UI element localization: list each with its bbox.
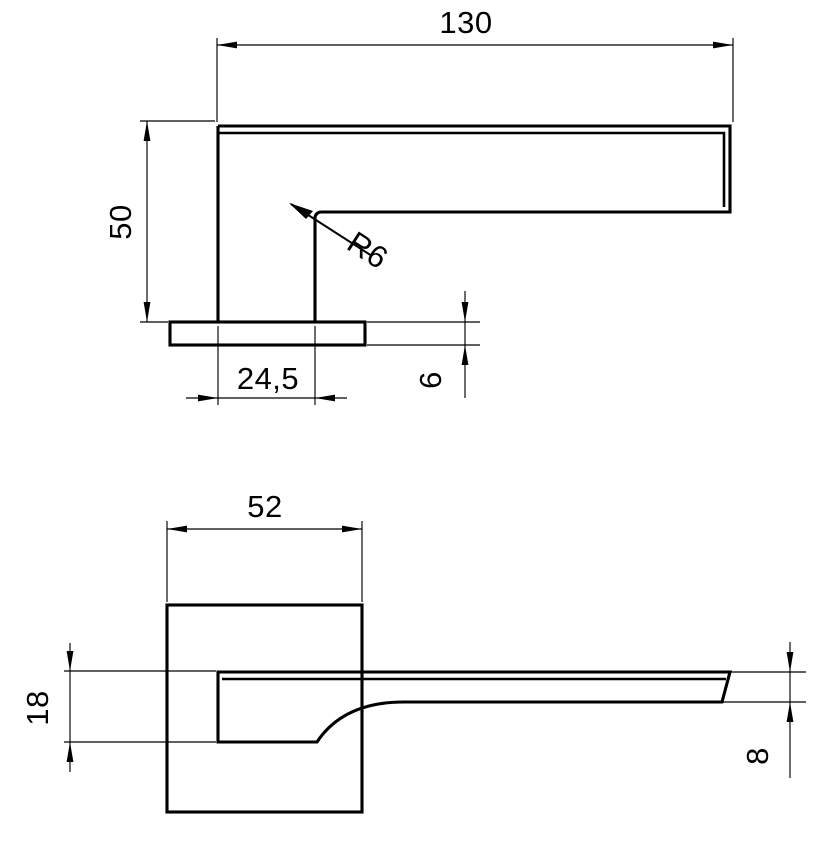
arrowhead-right-130 <box>713 41 733 49</box>
dimension-50-label: 50 <box>103 204 138 239</box>
plan-view <box>165 603 733 814</box>
lever-arm-outline <box>218 124 732 322</box>
arrowhead-right-52 <box>342 525 362 533</box>
dimension-6-label: 6 <box>413 371 448 389</box>
dimension-130-length: 130 <box>216 5 734 122</box>
lever-arm-inner-edge <box>219 131 726 207</box>
dimension-8-lever-tip: 8 <box>700 642 806 778</box>
arrowhead-r6 <box>289 203 313 219</box>
arrowhead-right-24-5 <box>315 394 335 402</box>
arrowhead-bottom-50 <box>143 302 151 322</box>
arrowhead-left-130 <box>217 41 237 49</box>
dimension-18-label: 18 <box>20 690 55 725</box>
rose-plate-plan-square <box>165 603 364 814</box>
lever-body-plan-outline <box>216 670 733 744</box>
dimension-8-label: 8 <box>740 747 775 765</box>
arrowhead-bottom-8 <box>786 702 794 722</box>
arrowhead-bottom-18 <box>66 742 74 762</box>
arrowhead-top-6 <box>461 302 469 322</box>
side-elevation-view <box>168 124 732 347</box>
dimension-r6-label: R6 <box>341 225 394 276</box>
arrowhead-top-8 <box>786 652 794 672</box>
dimension-r6-fillet: R6 <box>289 203 394 276</box>
dimension-18-lever-width: 18 <box>20 643 216 772</box>
arrowhead-top-50 <box>143 121 151 141</box>
dimension-52-rose-width: 52 <box>166 489 363 602</box>
arrowhead-left-24-5 <box>198 394 218 402</box>
dimension-52-label: 52 <box>247 489 282 524</box>
arrowhead-left-52 <box>167 525 187 533</box>
dimension-130-label: 130 <box>439 5 492 40</box>
dimension-6-rose-thickness: 6 <box>367 291 480 398</box>
arrowhead-bottom-6 <box>461 345 469 365</box>
dimension-50-height: 50 <box>103 120 215 323</box>
dimension-24-5-offset: 24,5 <box>186 326 347 405</box>
dimension-24-5-label: 24,5 <box>237 361 299 396</box>
rose-plate-side-section <box>168 320 367 347</box>
arrowhead-top-18 <box>66 651 74 671</box>
